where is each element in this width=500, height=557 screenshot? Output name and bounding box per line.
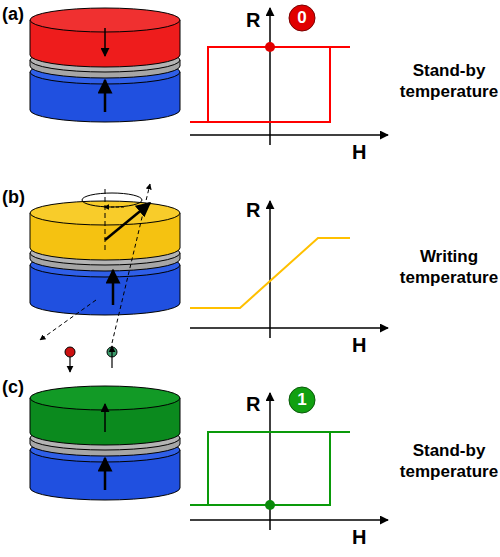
hysteresis-loop (190, 432, 330, 505)
response-curve (190, 238, 350, 308)
state-badge: 1 (288, 386, 316, 414)
state-badge: 0 (288, 4, 316, 32)
hysteresis-graph (190, 393, 388, 530)
r-axis (269, 8, 271, 145)
temperature-label: Stand-by temperature (398, 440, 500, 483)
badge-circle (289, 5, 315, 31)
spin-arrow (111, 346, 112, 368)
state-dot (265, 500, 275, 510)
precession-orbit (82, 193, 142, 207)
h-axis (190, 134, 388, 136)
badge-circle (289, 387, 315, 413)
magnetization-arrow (105, 203, 150, 240)
axis-label: H (352, 333, 366, 358)
magnetization-arrow (112, 270, 115, 305)
panel-label: (c) (2, 376, 24, 399)
mtj-stack (30, 184, 180, 372)
panel-label: (b) (2, 186, 25, 209)
state-dot (265, 42, 275, 52)
panel-label: (a) (2, 3, 24, 26)
magnetization-arrow (104, 404, 106, 432)
electron-path (112, 184, 150, 343)
electron-path (40, 300, 96, 340)
badge-number: 0 (297, 8, 306, 28)
magnetization-arrow (104, 28, 106, 56)
precession-arrow (104, 207, 124, 208)
hysteresis-graph (190, 8, 388, 145)
h-axis (190, 519, 388, 521)
spin-arrow (69, 357, 70, 372)
electron-dot (65, 347, 75, 357)
axis-label: H (352, 140, 366, 165)
badge-number: 1 (297, 390, 306, 410)
mtj-stack (30, 8, 180, 122)
badge-text-box: 0 (288, 4, 316, 32)
hysteresis-loop (208, 432, 350, 505)
axis-label: R (246, 8, 260, 33)
temperature-label: Writing temperature (398, 246, 500, 289)
r-axis (269, 201, 271, 338)
hysteresis-loop (208, 47, 350, 122)
temperature-label: Stand-by temperature (398, 60, 500, 103)
response-graph (190, 201, 388, 338)
magnetization-arrow (104, 80, 107, 112)
axis-label: H (352, 525, 366, 550)
axis-label: R (246, 198, 260, 223)
magnetization-arrow (104, 458, 107, 490)
axis-label: R (246, 392, 260, 417)
mtj-stack (30, 386, 180, 500)
badge-text-box: 1 (288, 386, 316, 414)
h-axis (190, 327, 388, 329)
hysteresis-loop (190, 47, 330, 122)
